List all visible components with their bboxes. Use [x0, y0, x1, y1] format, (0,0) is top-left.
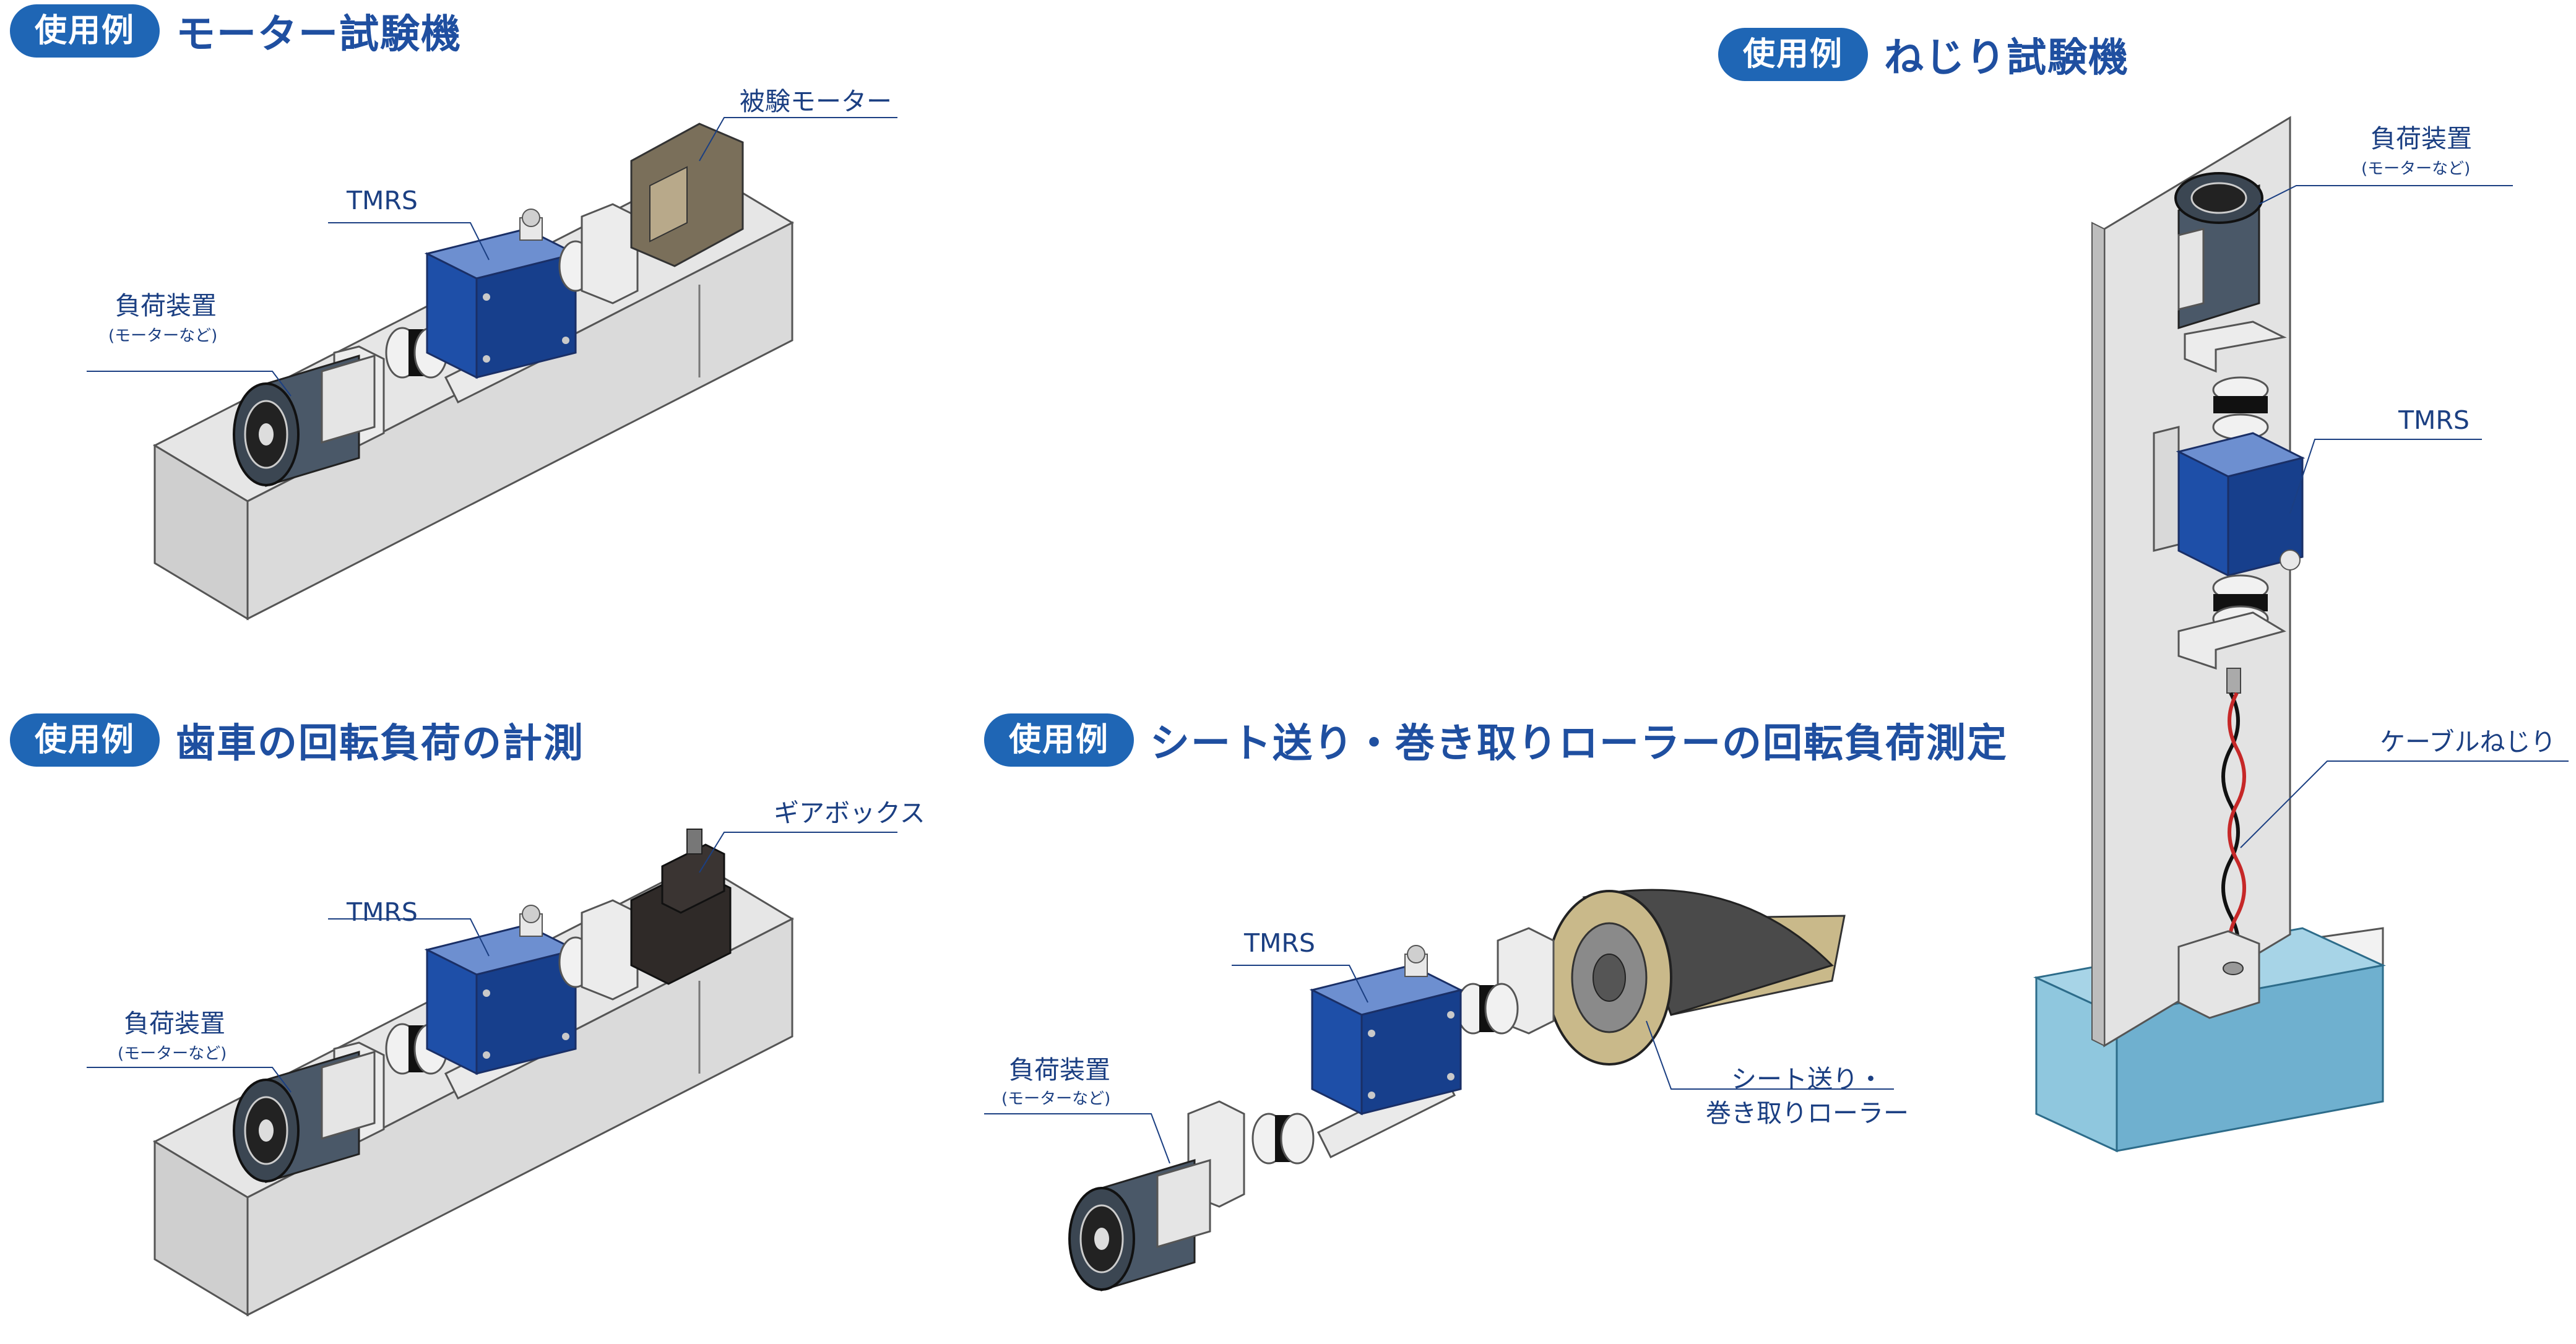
usage-badge: 使用例	[984, 713, 1135, 767]
label-load-device: 負荷装置	[124, 1009, 225, 1038]
label-load-device-note: (モーターなど)	[1001, 1090, 1111, 1108]
usage-badge: 使用例	[1718, 27, 1869, 82]
label-gearbox: ギアボックス	[774, 798, 925, 828]
label-load-device-note: (モーターなど)	[2361, 160, 2471, 178]
heading-torsion-tester: 使用例 ねじり試験機	[1718, 26, 2129, 83]
label-load-device-note: (モーターなど)	[118, 1045, 227, 1063]
heading-sheet-roller: 使用例 シート送り・巻き取りローラーの回転負荷測定	[984, 712, 2008, 769]
gear-load-diagram	[87, 829, 897, 1317]
label-tmrs: TMRS	[347, 186, 418, 215]
label-tmrs: TMRS	[347, 897, 418, 927]
heading-motor-tester: 使用例 モーター試験機	[10, 2, 462, 59]
motor-tester-diagram	[87, 117, 897, 621]
label-tmrs: TMRS	[2398, 405, 2470, 435]
label-load-device: 負荷装置	[115, 291, 217, 321]
label-roller-line1: シート送り・	[1731, 1064, 1883, 1094]
label-cable-torsion: ケーブルねじり	[2380, 727, 2556, 757]
section-title: シート送り・巻き取りローラーの回転負荷測定	[1150, 721, 2008, 767]
label-test-motor: 被験モーター	[740, 87, 892, 116]
section-title: 歯車の回転負荷の計測	[176, 721, 585, 767]
label-load-device: 負荷装置	[1009, 1055, 1110, 1085]
label-tmrs: TMRS	[1244, 928, 1315, 958]
heading-gear-load: 使用例 歯車の回転負荷の計測	[10, 712, 584, 769]
section-title: ねじり試験機	[1884, 35, 2130, 81]
label-load-device-note: (モーターなど)	[108, 327, 218, 345]
section-title: モーター試験機	[176, 12, 462, 58]
label-roller-line2: 巻き取りローラー	[1706, 1098, 1909, 1128]
torsion-tester-diagram	[2033, 116, 2569, 1153]
usage-badge: 使用例	[10, 713, 160, 767]
usage-badge: 使用例	[10, 4, 160, 58]
label-load-device: 負荷装置	[2371, 124, 2472, 153]
sheet-roller-diagram	[984, 889, 1894, 1291]
